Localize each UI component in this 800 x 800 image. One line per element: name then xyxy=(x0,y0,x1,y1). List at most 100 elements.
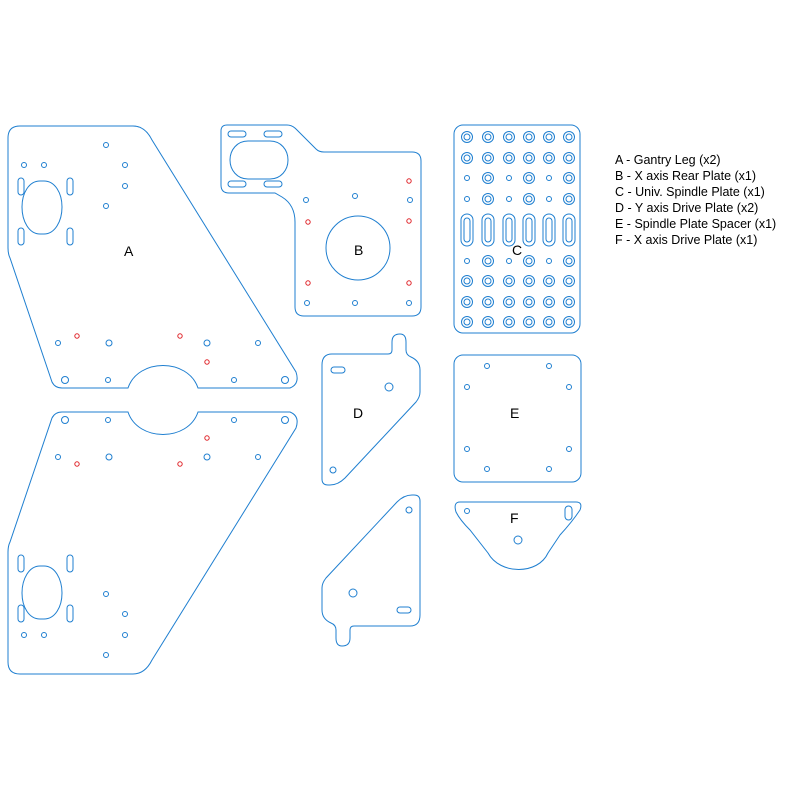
part-a-bottom-hole xyxy=(105,453,113,461)
part-f-label: F xyxy=(510,510,519,526)
part-c-counterbore-inner xyxy=(565,174,573,182)
part-a-top-hole xyxy=(281,376,289,384)
part-c-counterbore-hole xyxy=(563,131,575,143)
part-a-bottom-hole xyxy=(231,417,237,423)
part-c-slot-inner xyxy=(505,217,513,243)
part-c-slot xyxy=(460,213,474,247)
part-a-top-slot xyxy=(17,177,25,196)
part-c-counterbore-hole xyxy=(523,152,535,164)
part-c-counterbore-hole xyxy=(563,255,575,267)
part-b-marker-hole xyxy=(406,218,412,224)
part-c-hole xyxy=(464,196,470,202)
part-c-slot xyxy=(502,213,516,247)
part-c-counterbore-hole xyxy=(482,193,494,205)
part-a-bottom-hole xyxy=(255,454,261,460)
part-b-marker-hole xyxy=(406,178,412,184)
part-a-bottom-slot xyxy=(66,554,74,573)
part-a-top-hole xyxy=(203,339,211,347)
part-d-label: D xyxy=(353,405,363,421)
part-e: E xyxy=(453,354,582,483)
part-f-slot xyxy=(564,505,573,521)
part-c-counterbore-inner xyxy=(525,318,533,326)
part-c-counterbore-inner xyxy=(484,318,492,326)
part-a-top-bearing-cutout xyxy=(21,180,63,235)
part-c-hole xyxy=(464,175,470,181)
part-a-top-hole xyxy=(122,183,128,189)
part-a-bottom-slot xyxy=(17,604,25,623)
part-e-label: E xyxy=(510,405,519,421)
part-b-slot xyxy=(263,130,283,138)
part-c-counterbore-hole xyxy=(543,152,555,164)
part-c-counterbore-hole xyxy=(461,131,473,143)
part-c-counterbore-hole xyxy=(503,152,515,164)
part-a-bottom-bearing-cutout xyxy=(21,565,63,620)
part-c-counterbore-hole xyxy=(543,296,555,308)
part-c-counterbore-inner xyxy=(484,277,492,285)
part-c-counterbore-hole xyxy=(543,275,555,287)
part-c-hole xyxy=(506,175,512,181)
part-c-counterbore-inner xyxy=(565,154,573,162)
part-a-top-hole xyxy=(41,162,47,168)
part-a-top-hole xyxy=(255,340,261,346)
part-c-counterbore-inner xyxy=(484,257,492,265)
part-b-marker-hole xyxy=(305,219,311,225)
part-c-hole xyxy=(506,196,512,202)
part-d-upper-hole xyxy=(384,382,394,392)
part-c-counterbore-inner xyxy=(484,298,492,306)
legend-entry-b: B - X axis Rear Plate (x1) xyxy=(615,169,757,183)
part-a-top-hole xyxy=(55,340,61,346)
part-b-spindle-hole xyxy=(325,215,391,281)
part-a-bottom-hole xyxy=(41,632,47,638)
part-a-bottom-hole xyxy=(103,652,109,658)
part-a-bottom-outline xyxy=(7,411,298,675)
legend-entry-c: C - Univ. Spindle Plate (x1) xyxy=(615,185,765,199)
part-c-counterbore-hole xyxy=(503,131,515,143)
part-c-hole xyxy=(546,175,552,181)
part-c-counterbore-hole xyxy=(523,296,535,308)
part-c-counterbore-hole xyxy=(523,316,535,328)
part-d-lower-slot xyxy=(396,606,412,614)
part-c-counterbore-inner xyxy=(463,133,471,141)
part-c: C xyxy=(453,124,581,334)
part-c-slot-inner xyxy=(545,217,553,243)
part-c-counterbore-hole xyxy=(461,152,473,164)
part-a-top-hole xyxy=(105,339,113,347)
part-a-bottom-hole xyxy=(203,453,211,461)
part-a-top-label: A xyxy=(124,243,134,259)
part-c-counterbore-inner xyxy=(484,154,492,162)
part-a-bottom-hole xyxy=(281,416,289,424)
part-c-hole xyxy=(546,196,552,202)
part-a-bottom-hole xyxy=(105,417,111,423)
part-a-top-slot xyxy=(17,227,25,246)
part-c-counterbore-inner xyxy=(525,195,533,203)
part-d-upper-outline xyxy=(321,333,421,486)
part-c-counterbore-hole xyxy=(563,296,575,308)
part-a-bottom-hole xyxy=(103,591,109,597)
part-a-top-hole xyxy=(103,203,109,209)
part-c-counterbore-hole xyxy=(563,172,575,184)
part-a-top-outline xyxy=(7,125,298,389)
part-a-bottom-slot xyxy=(17,554,25,573)
part-a-top-hole xyxy=(231,377,237,383)
part-c-counterbore-inner xyxy=(545,133,553,141)
part-c-slot-inner xyxy=(565,217,573,243)
part-c-counterbore-inner xyxy=(505,154,513,162)
part-c-counterbore-hole xyxy=(503,275,515,287)
part-b-hole xyxy=(352,300,358,306)
part-d-upper: D xyxy=(321,333,421,486)
part-c-hole-grid xyxy=(460,131,576,328)
part-c-counterbore-hole xyxy=(563,152,575,164)
part-c-counterbore-inner xyxy=(463,154,471,162)
part-c-counterbore-inner xyxy=(525,257,533,265)
part-c-slot xyxy=(481,213,495,247)
part-e-hole xyxy=(566,384,572,390)
part-e-hole xyxy=(546,363,552,369)
part-a-top-slot xyxy=(66,227,74,246)
part-c-counterbore-hole xyxy=(482,275,494,287)
part-c-slot xyxy=(542,213,556,247)
part-f-hole xyxy=(513,535,523,545)
part-c-counterbore-hole xyxy=(523,172,535,184)
part-c-hole xyxy=(546,258,552,264)
part-a-top-marker-hole xyxy=(204,359,210,365)
